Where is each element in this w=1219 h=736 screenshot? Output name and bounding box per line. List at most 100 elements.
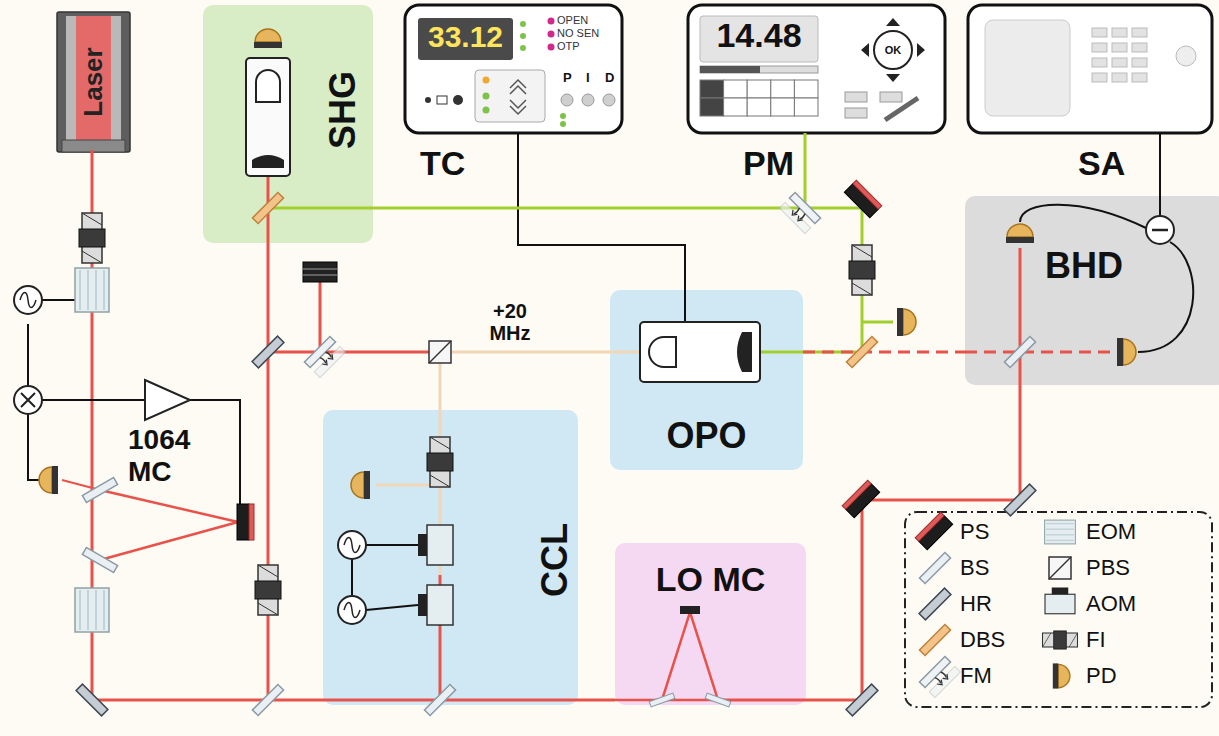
legend-text: FI [1086, 627, 1106, 652]
nav-arrows [861, 18, 925, 82]
faraday-isolator [79, 213, 105, 263]
osc-sine [20, 293, 36, 308]
osc-circle [338, 596, 366, 624]
pm-bar [700, 66, 818, 73]
ps-piezo [915, 512, 944, 541]
legend-frame [905, 512, 1212, 707]
lomc-panel [615, 543, 806, 705]
beam-splitter [705, 693, 731, 707]
dichroic-splitter-body [919, 624, 950, 655]
pbs [1049, 557, 1071, 579]
beam-splitter-body [649, 693, 675, 707]
legend-text: PBS [1086, 555, 1130, 580]
ps-piezo [853, 180, 882, 209]
sa-key [1132, 28, 1147, 37]
pd-dome [255, 29, 281, 42]
pump-beam [267, 160, 270, 700]
beam-dump [303, 262, 337, 282]
legend-text: HR [960, 591, 992, 616]
beam-splitter-body [424, 684, 455, 715]
tc-down-button [510, 100, 526, 114]
subtractor [1146, 216, 1174, 244]
pd-wire [1138, 242, 1193, 352]
eom-stripe [87, 270, 89, 310]
pd-base [1006, 237, 1034, 243]
beam-splitter-body [82, 478, 117, 503]
legend-text: AOM [1086, 591, 1136, 616]
pm-key [880, 92, 902, 102]
beam-splitter-body [82, 548, 117, 573]
lomc-top-mirror [680, 606, 700, 614]
photodetector [1053, 663, 1070, 688]
tc-led [560, 113, 566, 119]
aom-transducer [1052, 588, 1069, 595]
pd-wire [1020, 205, 1146, 228]
osc-sine [344, 538, 360, 553]
module-label: BHD [1045, 246, 1123, 286]
osc-circle [14, 286, 42, 314]
lo-beam-path [806, 385, 1020, 700]
tc-led [560, 121, 566, 127]
fi-magnet [255, 581, 281, 599]
eom [75, 588, 109, 632]
pm-instrument [688, 5, 945, 133]
sa-key [1092, 28, 1107, 37]
subtractor-minus [1152, 229, 1168, 232]
module-label: OPO [610, 416, 803, 456]
instrument-label: TC [420, 145, 465, 182]
fi-magnet [1054, 631, 1067, 649]
ps-body [237, 504, 249, 540]
mixer-circle [14, 386, 42, 414]
faraday-isolator [427, 437, 453, 487]
beam-splitter [919, 552, 950, 583]
fm-plate-ghost [929, 666, 960, 697]
photodetector [1117, 338, 1136, 366]
servo-wire [190, 400, 240, 508]
pm-table-cell [747, 80, 771, 98]
sa-key [1112, 73, 1127, 82]
fi-magnet [79, 229, 105, 247]
beam-splitter [252, 684, 283, 715]
ccl-box: CCL [323, 410, 578, 705]
display-reading: 14.48 [700, 17, 818, 54]
eom [75, 268, 109, 312]
eom-body [75, 588, 109, 632]
beam-splitter-body [1004, 336, 1035, 367]
rf-wire [27, 324, 29, 386]
phase-shifter [842, 480, 879, 517]
pid-knob [561, 94, 573, 106]
pump-beam-path [373, 208, 862, 352]
legend-text: PS [960, 519, 989, 544]
pd-dome [1007, 224, 1033, 237]
tc-led [520, 21, 526, 27]
mixer-cross [21, 393, 35, 407]
seed-beam [268, 351, 440, 354]
tc-icon [437, 96, 447, 104]
signal-wire [1159, 133, 1161, 196]
pm-table-cell [794, 80, 818, 98]
dichroic-splitter-body [846, 336, 877, 367]
dump-line [303, 274, 337, 276]
eom-stripe [95, 590, 97, 630]
opo-box: OPO [610, 290, 803, 470]
beam-splitter-body [705, 693, 731, 707]
pm-table-cell [794, 98, 818, 116]
tc-display [418, 18, 513, 60]
pm-table-cell [724, 98, 748, 116]
beam-splitter [82, 478, 117, 503]
lo-beam [718, 699, 806, 702]
flip-mirror [780, 192, 821, 233]
rf-wire [351, 559, 353, 596]
module-label: CCL [535, 523, 575, 597]
button-label: OK [885, 44, 902, 56]
ps-piezo [249, 504, 254, 540]
dump-beam [319, 282, 322, 352]
pbs-body [1049, 557, 1071, 579]
fi-pol [430, 437, 450, 449]
phase-shifter [237, 504, 254, 540]
subtractor-circle [1146, 216, 1174, 244]
pm-stylus [885, 98, 918, 120]
beam-splitter [1004, 336, 1035, 367]
bhd-panel [965, 196, 1219, 385]
